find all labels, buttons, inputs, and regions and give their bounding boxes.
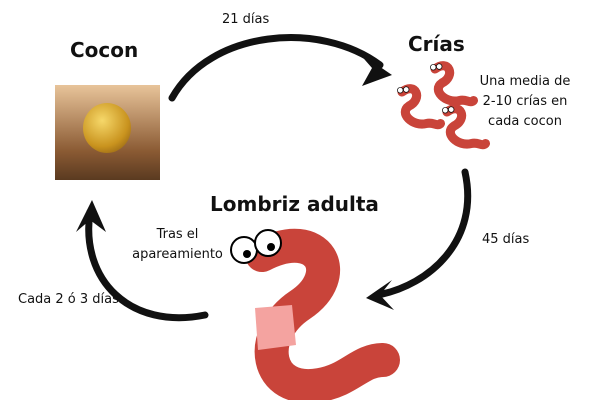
- young-worms-illustration: [397, 61, 491, 150]
- label-21-days: 21 días: [222, 12, 270, 27]
- cocoon-title: Cocon: [70, 38, 139, 62]
- label-45-days: 45 días: [482, 232, 530, 247]
- young-note: Una media de 2-10 crías en cada cocon: [470, 72, 580, 132]
- note-line: 2-10 crías en: [482, 94, 568, 109]
- adult-worm-illustration: [230, 228, 400, 400]
- arrowhead-icon: [366, 280, 394, 310]
- arrow-cocoon-to-young: [168, 34, 384, 102]
- arrowhead-icon: [76, 200, 106, 232]
- label-after-mating: Tras el apareamiento: [125, 225, 230, 265]
- note-line: Una media de: [479, 74, 571, 89]
- arrow-young-to-adult: [374, 168, 472, 299]
- note-line: apareamiento: [132, 247, 223, 262]
- label-frequency: Cada 2 ó 3 días: [18, 292, 119, 307]
- cocoon-photo: [55, 85, 160, 180]
- adult-title: Lombriz adulta: [210, 192, 379, 216]
- note-line: Tras el: [156, 227, 199, 242]
- note-line: cada cocon: [488, 114, 562, 129]
- young-title: Crías: [408, 32, 465, 56]
- arrowhead-icon: [358, 52, 392, 86]
- arrow-adult-to-cocoon: [85, 208, 209, 322]
